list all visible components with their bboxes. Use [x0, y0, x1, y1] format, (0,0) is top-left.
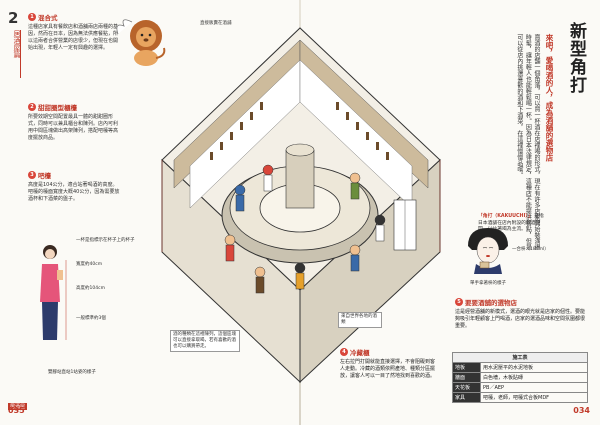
lion-mascot-icon — [116, 19, 166, 66]
section-text: 所要效期空間配置最具一體的甜甜圈形式，同時可以兼具櫃台和陳列。店內可利用中間區塊… — [28, 114, 119, 141]
section-title: 甜甜圈型櫃檯 — [38, 104, 77, 112]
body-text: 賣酒的店舖一個角落，可以買一杯酒在店裡喝的形式，現在有許多店家開始裝潢得時髦，讓… — [515, 34, 540, 250]
woman-label-c: 高度約104cm — [76, 286, 105, 291]
note: 「角打（KAKUUCHI）」 是指日本酒舖在店內附設的飲酒空間，以站著喝為主流。 — [478, 214, 548, 234]
section-number: 2 — [28, 103, 36, 111]
geisha-bowl-label: 一合枡（180ml） — [512, 247, 549, 252]
section-text: 高度是104公分，適合站著喝酒的高度。吧檯的檯面寬度大概40公分，因為需要放酒杯… — [28, 182, 120, 202]
callout-top: 直接販賣在酒舖 — [200, 21, 232, 26]
section-title: 混合式 — [38, 14, 58, 22]
section-text: 這種店家具有餐飲店和酒舖兩店兩種的基因，然而在日本，因為無法供應餐點，所以這兩者… — [28, 24, 119, 51]
callout-left: 酒的種類在這裡陳列，這個區塊可以直接拿取喝，若有喜歡的酒也可以購買帶走。 — [170, 330, 240, 352]
section-text: 左右拉門打開就能直接選擇，不會阻礙到客人走動。冷藏的酒類依照產地、種類分區擺放，… — [340, 359, 436, 379]
spec-value: 吧檯，老師，吧檯式合板MDF — [480, 392, 588, 403]
section-text: 這是經營酒舖的新模式，選酒的眼光就是店家的個性。要能夠吸引年輕顧客上門喝酒，店家… — [455, 309, 586, 329]
page-number-left: 035 — [8, 406, 25, 415]
spec-key: 家具 — [452, 392, 481, 403]
chapter-label: 居酒屋篇 — [13, 30, 21, 58]
table-row: 地板用水泥壓平的水泥地板 — [452, 362, 588, 373]
section-number: 1 — [28, 13, 36, 21]
woman-figure-icon — [40, 245, 67, 340]
note-text: 是指日本酒舖在店內附設的飲酒空間，以站著喝為主流。 — [478, 214, 544, 232]
shop-illustration — [161, 27, 441, 384]
woman-label-a: 一杯是指標示在杯子上的杯子 — [76, 238, 135, 243]
section-number: 4 — [340, 348, 348, 356]
page-number-right: 034 — [573, 406, 590, 415]
section-title: 要要酒舖的選物店 — [465, 299, 517, 307]
note-label: 「角打（KAKUUCHI）」 — [478, 214, 533, 219]
spec-key: 天花板 — [452, 382, 481, 393]
chapter-bar — [20, 30, 21, 78]
callout-right: 來自世界各地的酒類 — [338, 312, 382, 328]
spec-table-header: 施工表 — [452, 352, 588, 363]
section-number: 3 — [28, 171, 36, 179]
section-title: 冷藏櫃 — [350, 349, 370, 357]
table-row: 牆面白色墻，木板貼磚 — [452, 372, 588, 383]
page-title: 新型角打 — [566, 22, 586, 94]
section-number: 5 — [455, 298, 463, 306]
table-row: 家具吧檯，老師，吧檯式合板MDF — [452, 392, 588, 403]
spec-value: PB／AEP — [480, 382, 588, 393]
spec-key: 地板 — [452, 362, 481, 373]
chapter-number: 2 — [8, 9, 19, 27]
geisha-caption: 單手拿著枡的樣子 — [470, 281, 506, 286]
spec-value: 用水泥壓平的水泥地板 — [480, 362, 588, 373]
woman-label-d: 一般標準約3個 — [76, 316, 106, 321]
chapter-badge: 居酒屋 — [8, 403, 28, 410]
woman-caption: 雙腳站直站1站姿的樣子 — [48, 370, 96, 375]
woman-label-b: 寬度約40cm — [76, 262, 103, 267]
spec-value: 白色墻，木板貼磚 — [480, 372, 588, 383]
section-title: 吧檯 — [38, 172, 51, 180]
spec-key: 牆面 — [452, 372, 481, 383]
page-subtitle: 來吧，愛喝酒的人，成為酒舖的選物店 — [545, 34, 554, 162]
geisha-figure-icon — [468, 228, 508, 274]
